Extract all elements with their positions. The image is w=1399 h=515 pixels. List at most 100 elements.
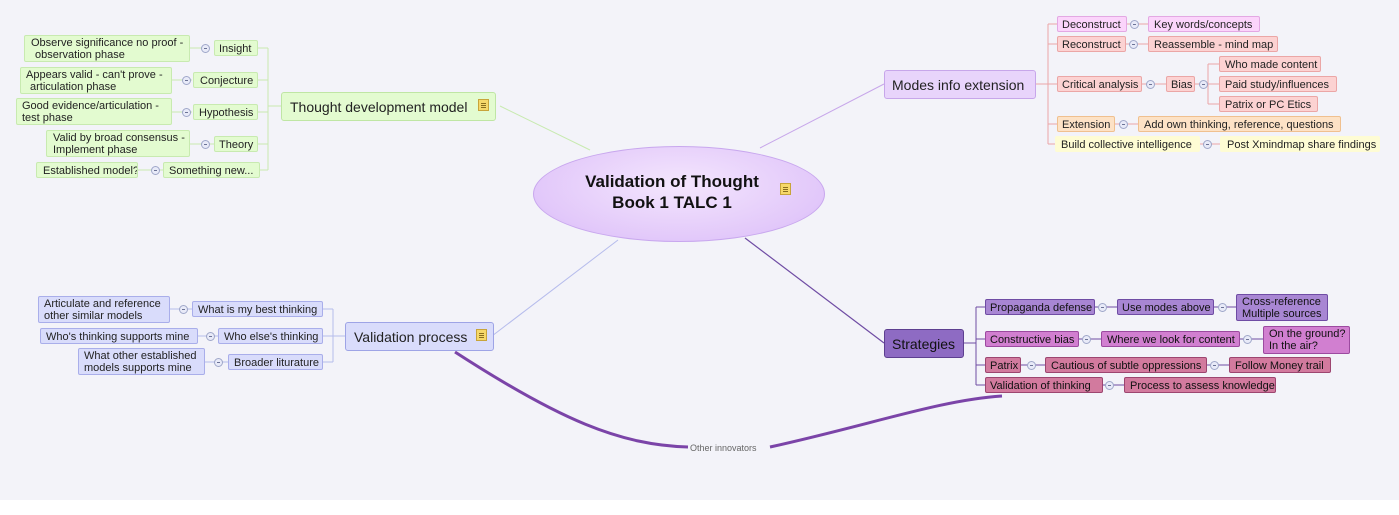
validation-item-best-thinking[interactable]: What is my best thinking [192,301,323,317]
collapse-toggle[interactable] [214,358,223,367]
collapse-toggle[interactable] [1146,80,1155,89]
strategy-label: Use modes above [1122,302,1211,314]
collapse-toggle[interactable] [1243,335,1252,344]
strategy-cautious[interactable]: Cautious of subtle oppressions [1045,357,1207,373]
central-title: Validation of Thought Book 1 TALC 1 [554,171,790,213]
item-label: What is my best thinking [198,304,318,316]
collapse-toggle[interactable] [182,76,191,85]
relationship-line [454,350,1003,449]
collapse-toggle[interactable] [1105,381,1114,390]
detail-line: What other established [84,350,197,362]
note-icon[interactable] [478,99,489,111]
mode-critical-analysis[interactable]: Critical analysis [1057,76,1142,92]
strategy-propaganda-defense[interactable]: Propaganda defense [985,299,1095,315]
topic-modes-info-extension[interactable]: Modes info extension [884,70,1036,99]
stage-theory[interactable]: Theory [214,136,258,152]
collapse-toggle[interactable] [1082,335,1091,344]
stage-hypothesis-detail: Good evidence/articulation - test phase [16,98,172,125]
mode-deconstruct[interactable]: Deconstruct [1057,16,1127,32]
strategy-detail-line: On the ground? [1269,328,1346,340]
bias-detail: Who made content [1225,59,1318,71]
stage-label: Conjecture [200,75,254,87]
collapse-toggle[interactable] [201,44,210,53]
strategy-validation-of-thinking[interactable]: Validation of thinking [985,377,1103,393]
strategy-label: Validation of thinking [990,380,1091,392]
detail-line: test phase [22,112,73,124]
validation-item-else-thinking[interactable]: Who else's thinking [218,328,323,344]
note-icon[interactable] [476,329,487,341]
detail-line: Established model? [43,165,138,177]
stage-insight[interactable]: Insight [214,40,258,56]
edge-central-modes [759,83,885,149]
bias-item-paid-study: Paid study/influences [1219,76,1337,92]
mode-extension-detail: Add own thinking, reference, questions [1138,116,1341,132]
collapse-toggle[interactable] [1203,140,1212,149]
strategy-cross-reference: Cross-reference Multiple sources [1236,294,1328,321]
collapse-toggle[interactable] [1130,20,1139,29]
bias-detail: Patrix or PC Etics [1225,99,1312,111]
mode-reconstruct[interactable]: Reconstruct [1057,36,1126,52]
central-topic[interactable]: Validation of Thought Book 1 TALC 1 [533,146,825,242]
collapse-toggle[interactable] [1199,80,1208,89]
collapse-toggle[interactable] [1027,361,1036,370]
bias-item-who-made: Who made content [1219,56,1321,72]
mode-label: Critical analysis [1062,79,1139,91]
validation-item-broader-literature-detail: What other established models supports m… [78,348,205,375]
stage-conjecture[interactable]: Conjecture [193,72,258,88]
stage-something-new[interactable]: Something new... [163,162,260,178]
collapse-toggle[interactable] [1218,303,1227,312]
topic-thought-development-model[interactable]: Thought development model [281,92,496,121]
strategy-use-modes[interactable]: Use modes above [1117,299,1214,315]
edge-central-validation [491,239,619,337]
mode-bias[interactable]: Bias [1166,76,1195,92]
detail-line: Who's thinking supports mine [46,331,190,343]
stage-label: Something new... [169,165,254,177]
collapse-toggle[interactable] [1119,120,1128,129]
topic-validation-process[interactable]: Validation process [345,322,494,351]
topic-strategies[interactable]: Strategies [884,329,964,358]
mode-collective[interactable]: Build collective intelligence [1055,136,1200,152]
mode-collective-detail: Post Xmindmap share findings [1220,136,1380,152]
validation-item-best-thinking-detail: Articulate and reference other similar m… [38,296,170,323]
topic-title: Modes info extension [892,77,1025,93]
mode-label: Build collective intelligence [1061,139,1192,151]
validation-item-broader-literature[interactable]: Broader liturature [228,354,323,370]
stage-label: Theory [219,139,254,151]
mode-detail: Post Xmindmap share findings [1227,139,1377,151]
collapse-toggle[interactable] [1129,40,1138,49]
detail-line: models supports mine [84,362,192,374]
strategy-constructive-bias[interactable]: Constructive bias [985,331,1079,347]
stage-hypothesis[interactable]: Hypothesis [193,104,258,120]
mode-detail: Key words/concepts [1154,19,1253,31]
collapse-toggle[interactable] [151,166,160,175]
collapse-toggle[interactable] [179,305,188,314]
mode-label: Reconstruct [1062,39,1121,51]
collapse-toggle[interactable] [201,140,210,149]
topic-title: Validation process [354,329,468,345]
collapse-toggle[interactable] [182,108,191,117]
mode-label: Extension [1062,119,1111,131]
strategy-on-the-ground: On the ground? In the air? [1263,326,1350,354]
collapse-toggle[interactable] [1210,361,1219,370]
strategy-where-we-look[interactable]: Where we look for content [1101,331,1240,347]
topic-title: Thought development model [290,99,468,115]
strategy-process-assess: Process to assess knowledge [1124,377,1276,393]
note-icon[interactable] [780,183,791,195]
relationship-label[interactable]: Other innovators [690,443,757,453]
mode-key-words: Key words/concepts [1148,16,1260,32]
detail-line: Implement phase [53,144,138,156]
collapse-toggle[interactable] [1098,303,1107,312]
stage-something-new-detail: Established model? [36,162,138,178]
collapse-toggle[interactable] [206,332,215,341]
strategy-patrix[interactable]: Patrix [985,357,1021,373]
strategy-label: Where we look for content [1107,334,1235,346]
strategy-label: Cautious of subtle oppressions [1051,360,1202,372]
bias-detail: Paid study/influences [1225,79,1329,91]
strategy-detail: Process to assess knowledge [1130,380,1275,392]
stage-insight-detail: Observe significance no proof - observat… [24,35,190,62]
central-title-line-1: Validation of Thought [585,172,759,191]
mode-detail: Add own thinking, reference, questions [1144,119,1334,131]
stage-label: Hypothesis [199,107,254,119]
strategy-detail-line: Cross-reference [1242,296,1321,308]
mode-extension[interactable]: Extension [1057,116,1115,132]
